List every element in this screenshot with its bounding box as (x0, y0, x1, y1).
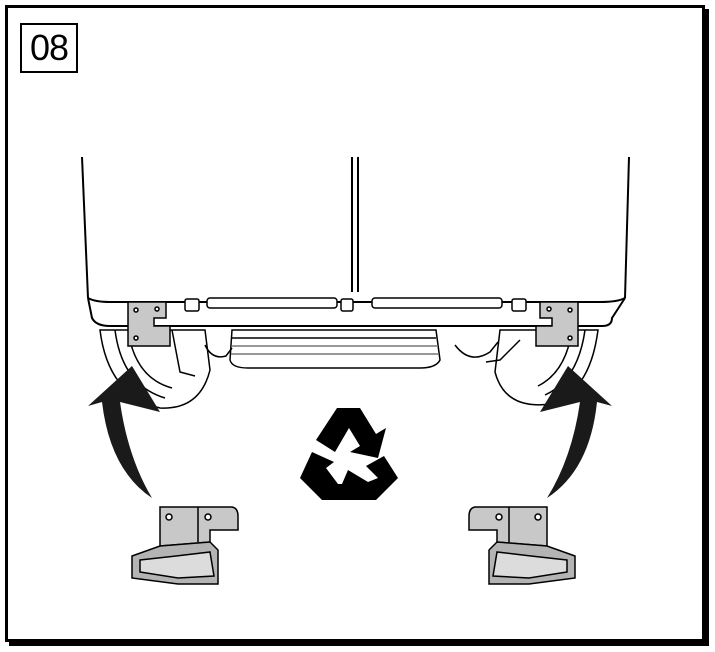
curved-arrow-right-icon (540, 366, 612, 498)
base-slots (184, 297, 527, 312)
loose-bracket-right (468, 506, 576, 585)
instruction-frame (5, 5, 705, 642)
recycle-icon (300, 408, 398, 500)
mounted-bracket-left (127, 301, 171, 347)
step-number: 08 (20, 23, 78, 73)
center-drum (204, 329, 499, 369)
loose-bracket-left (131, 506, 239, 585)
curved-arrow-left-icon (88, 366, 160, 498)
appliance-body (81, 156, 630, 327)
mounted-bracket-right (535, 301, 579, 347)
